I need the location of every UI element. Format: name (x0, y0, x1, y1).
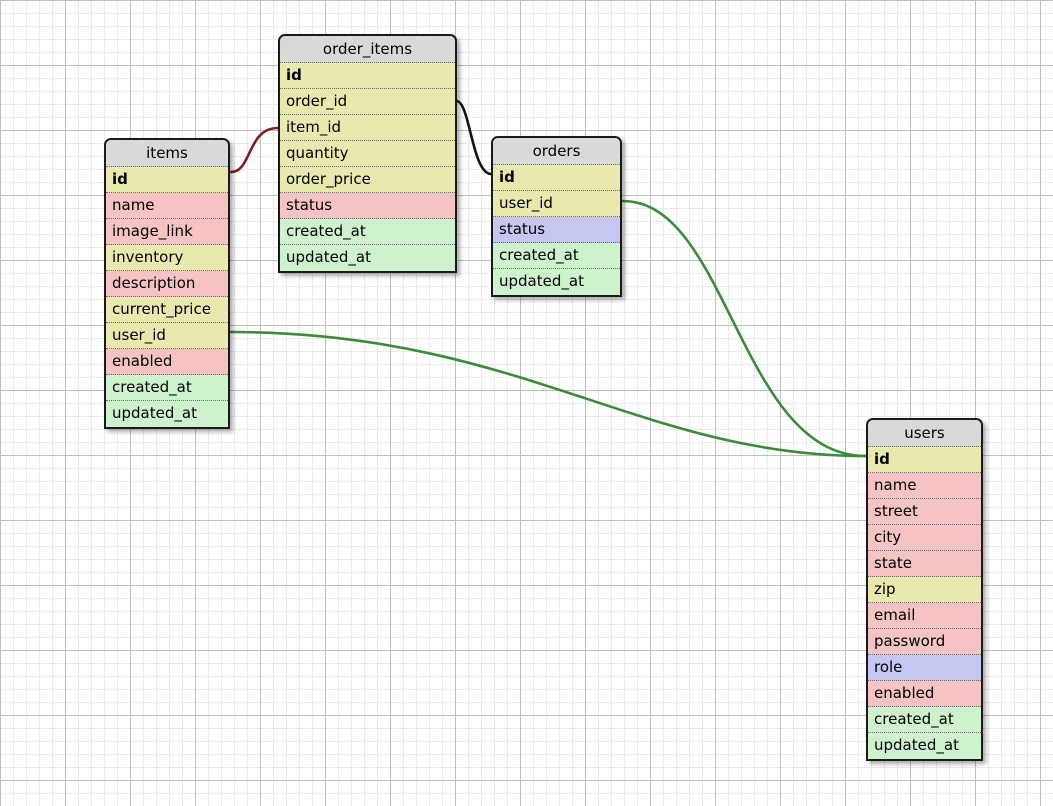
column-orders-status[interactable]: status (493, 217, 620, 243)
relationship-edge-orders-to-users[interactable] (621, 199, 868, 458)
column-users-password[interactable]: password (868, 629, 981, 655)
column-orders-user_id[interactable]: user_id (493, 191, 620, 217)
column-items-updated_at[interactable]: updated_at (106, 401, 228, 427)
relationship-edge-order_items-to-orders[interactable] (455, 99, 493, 176)
column-users-id[interactable]: id (868, 447, 981, 473)
column-items-name[interactable]: name (106, 193, 228, 219)
column-users-updated_at[interactable]: updated_at (868, 733, 981, 759)
column-order_items-created_at[interactable]: created_at (280, 219, 455, 245)
entity-title-orders[interactable]: orders (493, 138, 620, 165)
column-users-email[interactable]: email (868, 603, 981, 629)
column-orders-updated_at[interactable]: updated_at (493, 269, 620, 295)
column-items-current_price[interactable]: current_price (106, 297, 228, 323)
column-users-zip[interactable]: zip (868, 577, 981, 603)
column-items-description[interactable]: description (106, 271, 228, 297)
column-order_items-status[interactable]: status (280, 193, 455, 219)
column-items-inventory[interactable]: inventory (106, 245, 228, 271)
entity-title-items[interactable]: items (106, 140, 228, 167)
column-items-enabled[interactable]: enabled (106, 349, 228, 375)
entity-title-users[interactable]: users (868, 420, 981, 447)
column-order_items-order_id[interactable]: order_id (280, 89, 455, 115)
column-order_items-id[interactable]: id (280, 63, 455, 89)
relationship-edge-items-to-users[interactable] (229, 330, 868, 458)
relationship-edge-items-to-order_items[interactable] (229, 126, 280, 174)
column-users-city[interactable]: city (868, 525, 981, 551)
column-users-role[interactable]: role (868, 655, 981, 681)
column-users-street[interactable]: street (868, 499, 981, 525)
column-order_items-item_id[interactable]: item_id (280, 115, 455, 141)
column-users-state[interactable]: state (868, 551, 981, 577)
column-orders-id[interactable]: id (493, 165, 620, 191)
column-order_items-quantity[interactable]: quantity (280, 141, 455, 167)
column-items-user_id[interactable]: user_id (106, 323, 228, 349)
column-users-name[interactable]: name (868, 473, 981, 499)
column-users-created_at[interactable]: created_at (868, 707, 981, 733)
column-orders-created_at[interactable]: created_at (493, 243, 620, 269)
entity-title-order_items[interactable]: order_items (280, 36, 455, 63)
column-order_items-order_price[interactable]: order_price (280, 167, 455, 193)
column-order_items-updated_at[interactable]: updated_at (280, 245, 455, 271)
column-items-image_link[interactable]: image_link (106, 219, 228, 245)
column-items-created_at[interactable]: created_at (106, 375, 228, 401)
column-items-id[interactable]: id (106, 167, 228, 193)
column-users-enabled[interactable]: enabled (868, 681, 981, 707)
